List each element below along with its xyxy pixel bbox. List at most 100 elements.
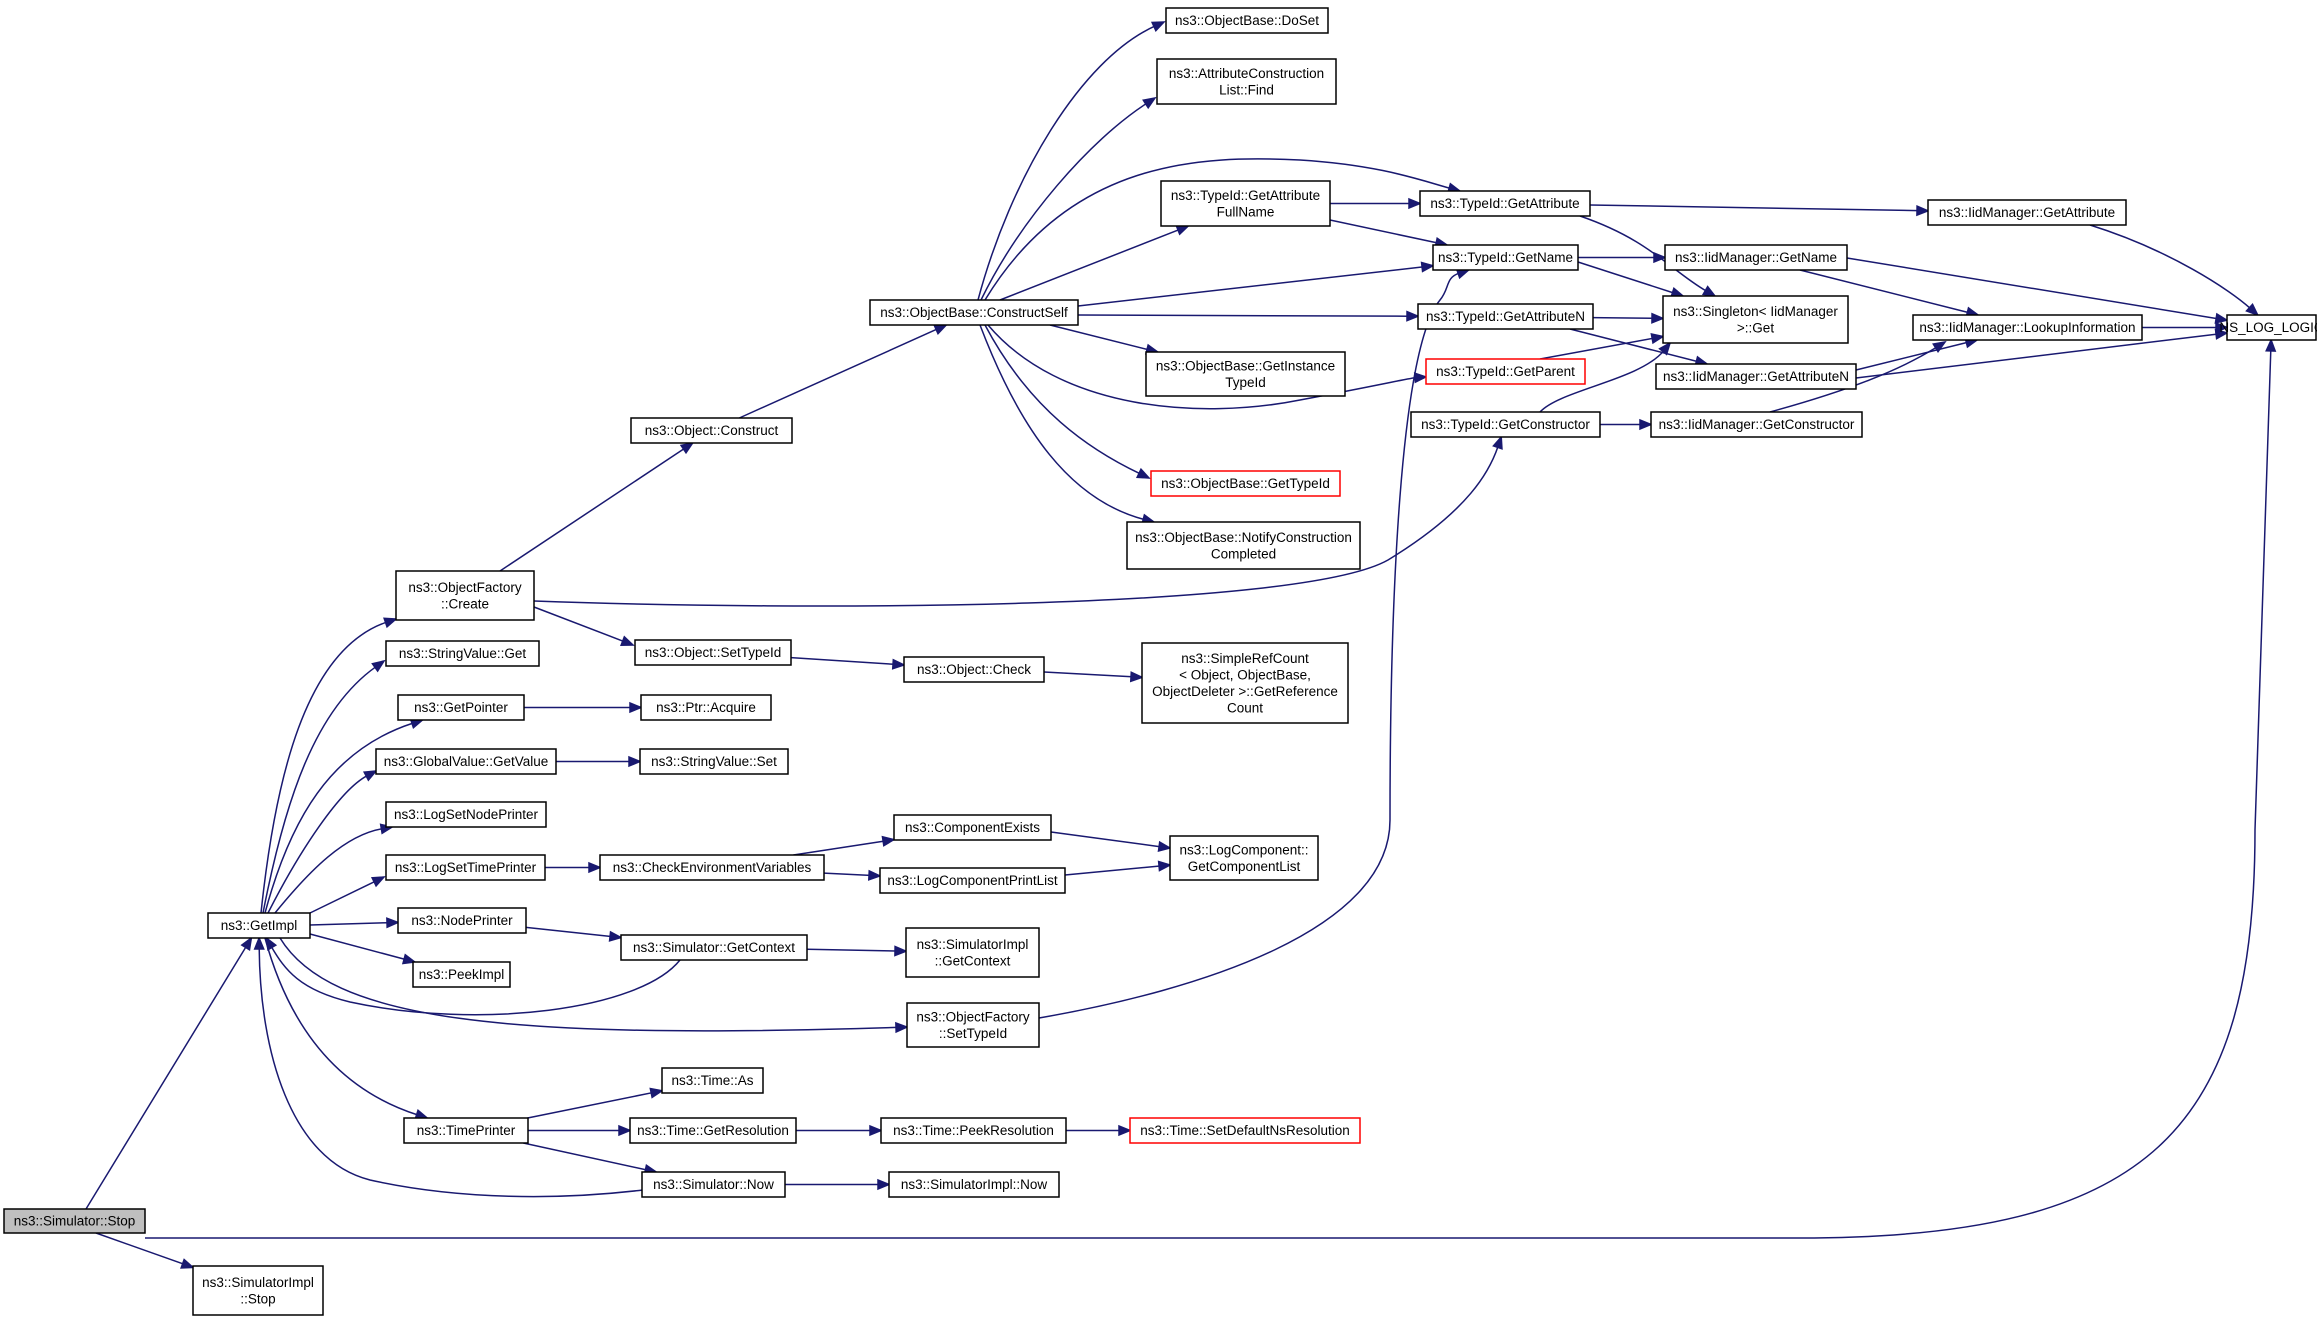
node-iidgetctor[interactable]: ns3::IidManager::GetConstructor [1650,411,1863,438]
node-label: ns3::Time::PeekResolution [893,1123,1054,1138]
edge-iidgetattr-to-nslog [2089,224,2260,317]
node-label: ns3::LogComponentPrintList [887,873,1058,888]
edge-stop-to-nslog [145,338,2277,1239]
node-obgettypeid[interactable]: ns3::ObjectBase::GetTypeId [1150,470,1341,497]
node-label: ns3::Time::GetResolution [637,1123,789,1138]
node-tidgetattr[interactable]: ns3::TypeId::GetAttribute [1419,190,1591,217]
edge-constructself-to-doset [977,21,1166,301]
node-singleton[interactable]: ns3::Singleton< IidManager>::Get [1662,295,1849,344]
node-iidgetname[interactable]: ns3::IidManager::GetName [1664,244,1848,271]
edge-timepeekres-to-timesetdefault [1066,1124,1132,1137]
node-constructself[interactable]: ns3::ObjectBase::ConstructSelf [869,299,1079,326]
node-label: ns3::Object::Check [917,662,1031,677]
node-logcompget[interactable]: ns3::LogComponent::GetComponentList [1169,835,1319,881]
node-nslog[interactable]: NS_LOG_LOGIC [2219,314,2317,341]
edge-ofcreate-to-objconstruct [499,441,695,572]
node-label: ns3::SimulatorImpl [202,1275,314,1290]
edge-getimpl-to-ofsettypeid [279,937,909,1034]
edge-compexists-to-logcompget [1050,831,1172,853]
node-obnotify[interactable]: ns3::ObjectBase::NotifyConstructionCompl… [1126,521,1361,570]
node-label: ns3::ObjectBase::ConstructSelf [880,305,1068,320]
node-label: ns3::ObjectBase::NotifyConstruction [1135,530,1352,545]
node-timepeekres[interactable]: ns3::Time::PeekResolution [880,1117,1067,1144]
node-doset[interactable]: ns3::ObjectBase::DoSet [1165,7,1329,34]
node-label: ns3::Ptr::Acquire [656,700,756,715]
node-label: ns3::GlobalValue::GetValue [384,754,549,769]
node-getpointer[interactable]: ns3::GetPointer [397,694,525,721]
node-tidgetctor[interactable]: ns3::TypeId::GetConstructor [1410,411,1601,438]
node-label: ns3::ComponentExists [905,820,1040,835]
edge-timeprinter-to-timegetres [528,1124,632,1137]
edge-stop-to-getimpl [85,936,253,1210]
node-label: ns3::IidManager::LookupInformation [1919,320,2135,335]
node-objcheck[interactable]: ns3::Object::Check [903,656,1045,683]
node-iidgetattrn[interactable]: ns3::IidManager::GetAttributeN [1655,363,1857,390]
edge-tidgetctor-to-singleton [1539,341,1672,413]
edge-stop-to-simimplstop [95,1232,195,1269]
node-simimplnow[interactable]: ns3::SimulatorImpl::Now [888,1171,1060,1198]
node-tidgetname[interactable]: ns3::TypeId::GetName [1432,244,1579,271]
node-label: ns3::StringValue::Get [399,646,527,661]
node-strset[interactable]: ns3::StringValue::Set [639,748,789,775]
node-label: ns3::LogSetTimePrinter [395,860,537,875]
node-ptracquire[interactable]: ns3::Ptr::Acquire [640,694,772,721]
edge-simgetcontext-to-getimpl [265,936,681,1016]
node-label: Count [1227,700,1263,715]
edge-getimpl-to-gvgetvalue [267,770,378,914]
node-timegetres[interactable]: ns3::Time::GetResolution [629,1117,797,1144]
edge-getimpl-to-timeprinter [264,937,429,1120]
node-ofcreate[interactable]: ns3::ObjectFactory::Create [395,570,535,621]
node-label: ns3::ObjectBase::GetInstance [1156,358,1335,373]
node-checkenv[interactable]: ns3::CheckEnvironmentVariables [599,854,825,881]
node-logsettime[interactable]: ns3::LogSetTimePrinter [385,854,546,881]
node-label: TypeId [1225,375,1266,390]
node-getimpl[interactable]: ns3::GetImpl [207,912,311,939]
node-label: ns3::TypeId::GetParent [1436,364,1575,379]
node-simimplgetcontext[interactable]: ns3::SimulatorImpl::GetContext [905,927,1040,978]
node-gvgetvalue[interactable]: ns3::GlobalValue::GetValue [375,748,557,775]
node-label: ns3::Singleton< IidManager [1673,304,1838,319]
edge-iidgetctor-to-iidlookup [1769,340,1947,413]
node-objsettypeid[interactable]: ns3::Object::SetTypeId [634,639,792,666]
node-timeas[interactable]: ns3::Time::As [661,1067,764,1094]
node-simgetcontext[interactable]: ns3::Simulator::GetContext [620,934,808,961]
edge-checkenv-to-compexists [793,835,896,856]
node-label: ns3::PeekImpl [419,967,505,982]
node-compexists[interactable]: ns3::ComponentExists [893,814,1052,841]
edge-tidgetattrfull-to-tidgetattr [1330,197,1422,210]
node-label: ns3::IidManager::GetName [1675,250,1837,265]
node-label: ::SetTypeId [939,1026,1007,1041]
node-label: ns3::TypeId::GetName [1438,250,1573,265]
node-tidgetattrn[interactable]: ns3::TypeId::GetAttributeN [1417,303,1594,330]
edge-getimpl-to-nodeprinter [309,917,400,929]
edge-getimpl-to-peekimpl [309,933,417,965]
node-label: ::GetContext [935,953,1011,968]
node-label: ns3::ObjectFactory [916,1009,1030,1024]
edge-constructself-to-tidgetattrfull [999,225,1191,301]
node-simplerefcount[interactable]: ns3::SimpleRefCount< Object, ObjectBase,… [1141,642,1349,724]
node-stop[interactable]: ns3::Simulator::Stop [3,1208,146,1234]
edge-timeprinter-to-timeas [527,1087,664,1119]
node-timeprinter[interactable]: ns3::TimePrinter [403,1117,529,1144]
node-tidgetparent[interactable]: ns3::TypeId::GetParent [1425,358,1586,385]
node-label: ns3::StringValue::Set [651,754,777,769]
node-timesetdefault[interactable]: ns3::Time::SetDefaultNsResolution [1129,1117,1361,1144]
node-simimplstop[interactable]: ns3::SimulatorImpl::Stop [192,1265,324,1316]
node-strget[interactable]: ns3::StringValue::Get [385,640,540,667]
node-iidgetattr[interactable]: ns3::IidManager::GetAttribute [1927,199,2127,226]
edge-logcompprint-to-logcompget [1064,860,1172,876]
node-logsetnode[interactable]: ns3::LogSetNodePrinter [385,801,547,828]
node-nodeprinter[interactable]: ns3::NodePrinter [397,907,527,934]
node-objconstruct[interactable]: ns3::Object::Construct [630,417,793,444]
node-simnow[interactable]: ns3::Simulator::Now [641,1171,786,1198]
node-peekimpl[interactable]: ns3::PeekImpl [412,961,511,988]
edge-tidgetattr-to-iidgetattr [1589,204,1930,217]
node-iidlookup[interactable]: ns3::IidManager::LookupInformation [1912,314,2143,341]
node-logcompprint[interactable]: ns3::LogComponentPrintList [879,867,1066,894]
node-ofsettypeid[interactable]: ns3::ObjectFactory::SetTypeId [906,1002,1040,1048]
node-label: ns3::LogSetNodePrinter [394,807,539,822]
edge-getpointer-to-ptracquire [524,701,643,714]
